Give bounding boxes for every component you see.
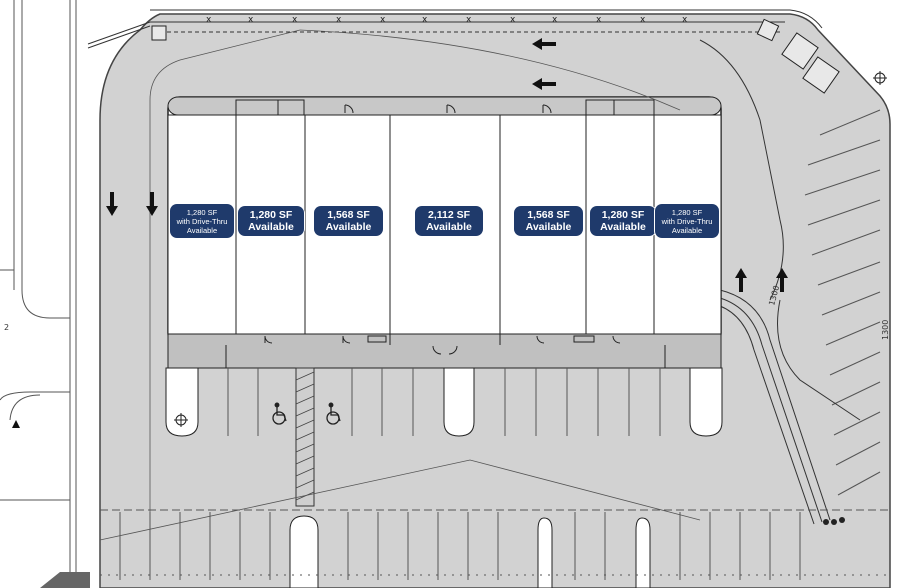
svg-text:x: x xyxy=(292,15,298,25)
unit-status: Available xyxy=(671,225,703,235)
accessible-aisle xyxy=(295,367,315,507)
unit-badge-6[interactable]: 1,280 SF Available xyxy=(590,206,656,236)
unit-badge-1[interactable]: 1,280 SF with Drive-Thru Available xyxy=(170,204,234,238)
sight-lines xyxy=(99,29,701,550)
right-parking-stripes xyxy=(804,109,881,496)
unit-size: 1,568 SF xyxy=(327,209,370,221)
unit-badge-4[interactable]: 2,112 SF Available xyxy=(415,206,483,236)
drive-thru-lanes xyxy=(699,39,861,525)
svg-text:x: x xyxy=(552,15,558,25)
door-swings xyxy=(264,104,621,355)
rear-stall-stripes xyxy=(100,509,890,580)
svg-text:x: x xyxy=(682,15,688,25)
side-label: 2 xyxy=(4,323,9,332)
unit-status: Available xyxy=(426,221,472,233)
unit-badge-5[interactable]: 1,568 SF Available xyxy=(514,206,583,236)
north-curb xyxy=(87,9,823,49)
left-street-lines xyxy=(0,0,77,588)
unit-badge-7[interactable]: 1,280 SF with Drive-Thru Available xyxy=(655,204,719,238)
svg-text:x: x xyxy=(640,15,646,25)
light-pole-icon xyxy=(174,413,188,427)
unit-note: with Drive-Thru xyxy=(661,216,713,226)
front-stall-stripes xyxy=(227,368,661,436)
trash-enclosure xyxy=(151,18,840,94)
unit-status: Available xyxy=(600,221,646,233)
parking-islands xyxy=(165,367,723,588)
north-marker-icon xyxy=(12,420,20,428)
svg-text:x: x xyxy=(510,15,516,25)
unit-badge-3[interactable]: 1,568 SF Available xyxy=(314,206,383,236)
building-canopy-south xyxy=(167,333,722,369)
unit-badge-2[interactable]: 1,280 SF Available xyxy=(238,206,304,236)
traffic-arrow-icon xyxy=(106,38,788,292)
svg-text:x: x xyxy=(206,15,212,25)
dimension-label: 1300 xyxy=(881,320,890,340)
light-pole-icon xyxy=(873,71,887,85)
accessible-parking-icon xyxy=(326,402,341,425)
unit-size: 1,280 SF xyxy=(601,209,645,221)
accessible-parking-icon xyxy=(272,402,287,425)
canopy-segments xyxy=(225,99,666,368)
unit-size: 1,280 SF xyxy=(186,207,218,217)
svg-text:x: x xyxy=(466,15,472,25)
svg-text:x: x xyxy=(422,15,428,25)
svg-text:x: x xyxy=(248,15,254,25)
unit-size: 1,568 SF xyxy=(527,209,570,221)
unit-status: Available xyxy=(325,221,372,233)
unit-status: Available xyxy=(186,225,218,235)
unit-size: 1,280 SF xyxy=(671,207,703,217)
unit-note: with Drive-Thru xyxy=(176,216,228,226)
unit-size: 2,112 SF xyxy=(427,209,471,221)
unit-status: Available xyxy=(525,221,572,233)
southwest-corner-hatch xyxy=(40,572,90,588)
svg-text:x: x xyxy=(596,15,602,25)
unit-status: Available xyxy=(248,221,294,233)
svg-text:x: x xyxy=(380,15,386,25)
unit-size: 1,280 SF xyxy=(249,209,293,221)
unit-dividers xyxy=(235,115,655,345)
svg-text:x: x xyxy=(336,15,342,25)
bollards xyxy=(823,517,845,525)
